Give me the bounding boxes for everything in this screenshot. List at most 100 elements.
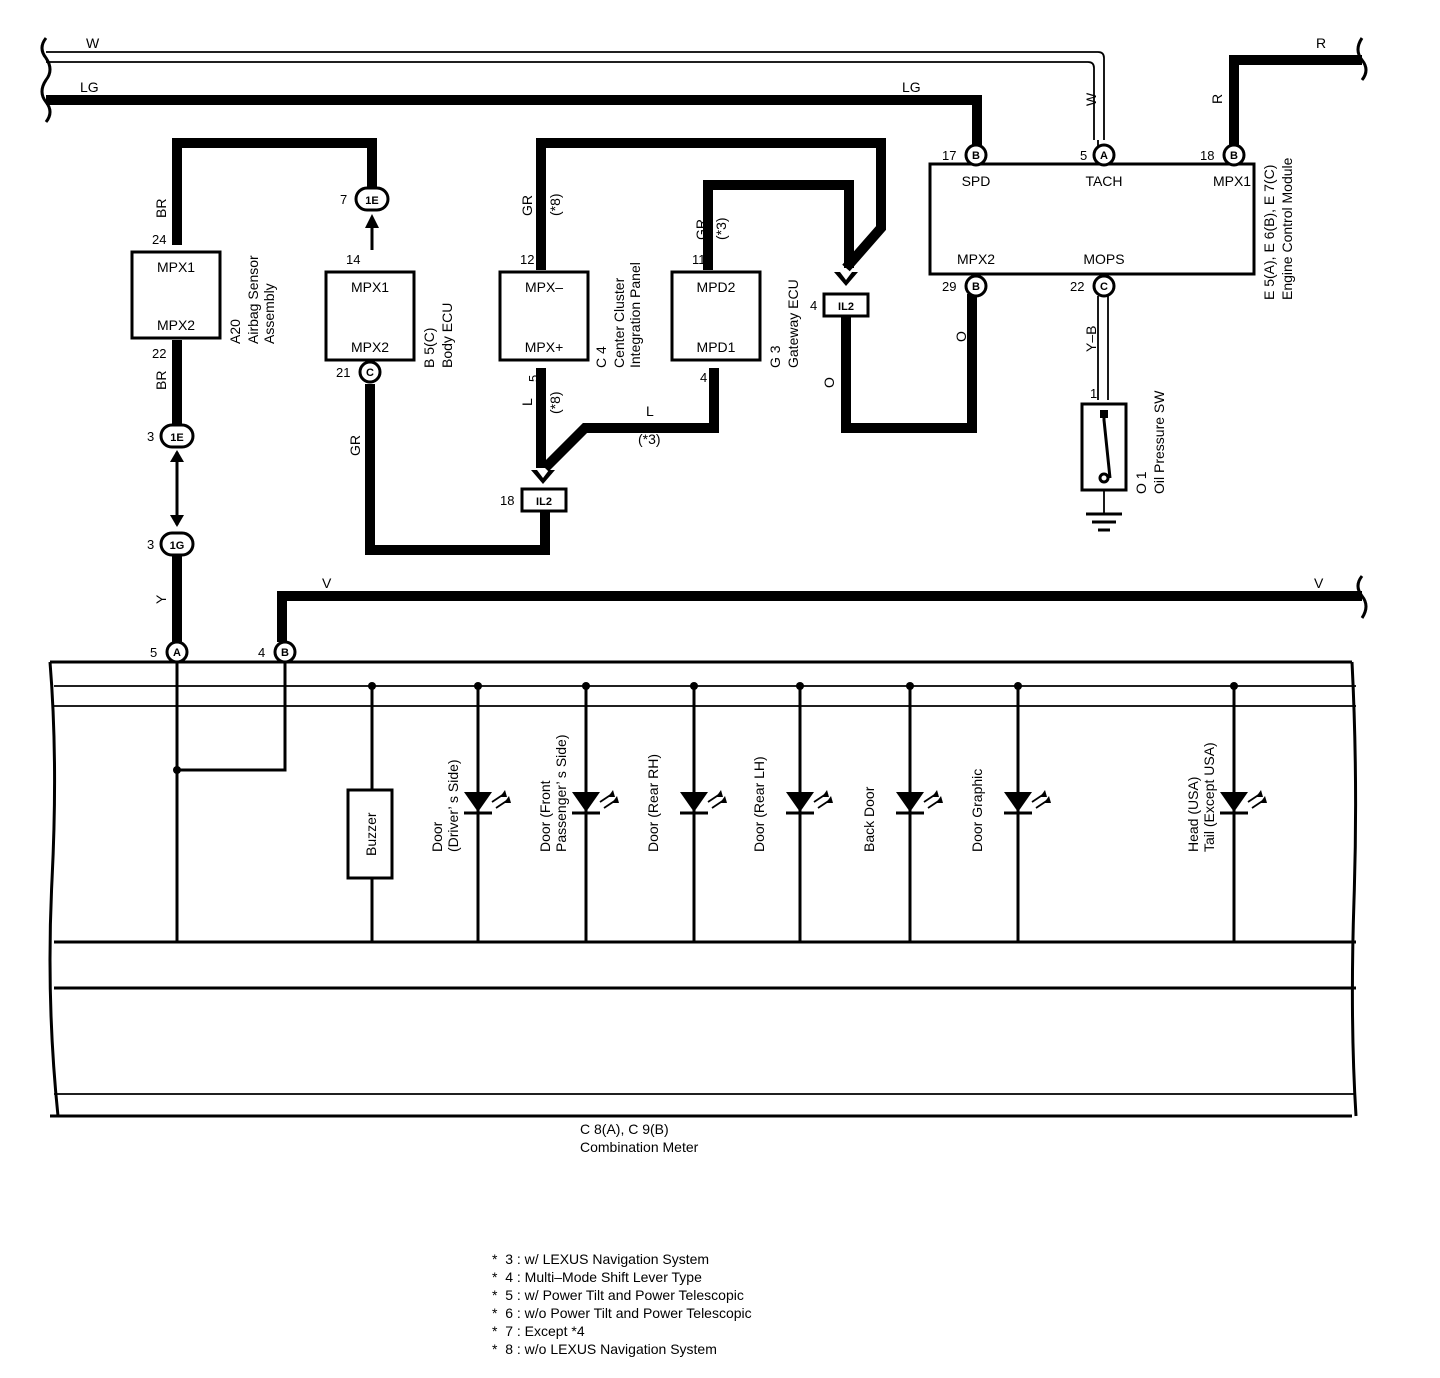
- svg-text:1G: 1G: [170, 540, 185, 552]
- indicator-lamp: Head (USA)Tail (Except USA): [1185, 682, 1267, 942]
- oil-switch-code: O 1: [1133, 471, 1149, 494]
- wire-label-w-vertical: W: [1083, 92, 1099, 106]
- wire-label-gr-body: GR: [347, 435, 363, 456]
- center-cluster-integration-panel: MPX– MPX+ 12 5 C 4 Center Cluster Integr…: [498, 252, 643, 382]
- footnote: * 8 : w/o LEXUS Navigation System: [492, 1341, 717, 1357]
- body-ecu-term-top: MPX1: [351, 279, 389, 295]
- wire-label-br-bottom: BR: [153, 371, 169, 390]
- body-ecu: MPX1 MPX2 14 C 21 B 5(C) Body ECU: [324, 252, 455, 384]
- ecm-name: Engine Control Module: [1279, 157, 1295, 300]
- footnotes: * 3 : w/ LEXUS Navigation System * 4 : M…: [492, 1250, 752, 1358]
- footnote: * 7 : Except *4: [492, 1323, 585, 1339]
- meter-code: C 8(A), C 9(B): [580, 1121, 669, 1137]
- wire-label-w-top: W: [86, 35, 100, 51]
- indicator-label-line2: Tail (Except USA): [1201, 742, 1217, 852]
- indicator-label-line2: (Driver’ s Side): [445, 759, 461, 852]
- body-ecu-pin-top: 14: [346, 252, 360, 267]
- ecm-pin-mpx1-num: 18: [1200, 148, 1214, 163]
- wire-gr-body: [365, 384, 550, 555]
- svg-text:1E: 1E: [170, 432, 183, 444]
- wire-label-v-right: V: [1314, 575, 1324, 591]
- connector-1e-top: 1E 7: [340, 186, 390, 212]
- wire-break-right-top: [1356, 37, 1368, 81]
- indicator-lamp: Door (Rear RH): [645, 682, 727, 942]
- connector-1g: 1G 3: [147, 531, 195, 557]
- wire-label-l-cc: L: [519, 398, 535, 406]
- ecm-term-spd: SPD: [962, 173, 991, 189]
- gw-pin-top: 11: [692, 252, 706, 267]
- connector-1e-mid-pin: 3: [147, 429, 154, 444]
- airbag-name-2: Assembly: [261, 283, 277, 344]
- connector-1e-top-pin: 7: [340, 192, 347, 207]
- ecm-pin-mpx1-letter: B: [1230, 150, 1238, 162]
- body-ecu-pin-bottom: 21: [336, 365, 350, 380]
- body-ecu-code: B 5(C): [421, 328, 437, 368]
- indicator-lamp: Door(Driver’ s Side): [429, 682, 511, 942]
- connector-il2-right: IL2 4: [810, 272, 870, 318]
- meter-pin-a-letter: A: [173, 647, 181, 659]
- oil-switch-pin: 1: [1090, 386, 1097, 401]
- meter-name: Combination Meter: [580, 1139, 699, 1155]
- engine-control-module: SPD TACH MPX1 MPX2 MOPS B 17 A 5 B 18 B …: [928, 143, 1295, 300]
- wire-o: [841, 294, 977, 433]
- wire-gr-gw: [703, 180, 854, 270]
- wire-label-gr-cc-note: (*8): [547, 193, 563, 216]
- ecm-term-tach: TACH: [1085, 173, 1122, 189]
- oil-pressure-switch: 1 O 1 Oil Pressure SW: [1080, 386, 1167, 532]
- footnote: * 5 : w/ Power Tilt and Power Telescopic: [492, 1287, 744, 1303]
- connector-link-arrow: [170, 214, 379, 527]
- combination-meter: A 5 B 4 Buzzer Door(Driver’ s Side)Door …: [48, 640, 1358, 1155]
- cc-name-2: Integration Panel: [627, 262, 643, 368]
- wire-l: [536, 368, 719, 472]
- wire-label-yb: Y–B: [1083, 326, 1099, 352]
- indicator-lamp: Back Door: [861, 682, 943, 942]
- body-ecu-term-bottom: MPX2: [351, 339, 389, 355]
- airbag-code: A20: [227, 319, 243, 344]
- cc-pin-top: 12: [520, 252, 534, 267]
- wire-gr-cc: [536, 138, 886, 272]
- indicator-lamp: Door Graphic: [969, 682, 1051, 942]
- svg-text:IL2: IL2: [536, 496, 552, 508]
- wire-label-lg-right: LG: [902, 79, 921, 95]
- indicator-label-line1: Head (USA): [1185, 777, 1201, 852]
- airbag-term-top: MPX1: [157, 259, 195, 275]
- connector-il2-bottom-pin: 18: [500, 493, 514, 508]
- footnote: * 4 : Multi–Mode Shift Lever Type: [492, 1269, 702, 1285]
- meter-pin-b-letter: B: [281, 647, 289, 659]
- cc-term-top: MPX–: [525, 279, 563, 295]
- buzzer-label: Buzzer: [363, 812, 379, 856]
- wire-label-r-vertical: R: [1209, 94, 1225, 104]
- connector-1g-pin: 3: [147, 537, 154, 552]
- airbag-pin-bottom: 22: [152, 346, 166, 361]
- indicator-lamp: Door (Rear LH): [751, 682, 833, 942]
- wire-br: [172, 138, 377, 430]
- wire-label-lg-left: LG: [80, 79, 99, 95]
- cc-code: C 4: [593, 346, 609, 368]
- ecm-pin-mops-letter: C: [1100, 281, 1108, 293]
- ecm-pin-spd-num: 17: [942, 148, 956, 163]
- indicator-label-line1: Door: [429, 821, 445, 852]
- gw-term-top: MPD2: [697, 279, 736, 295]
- wire-label-gr-gw-note: (*3): [713, 217, 729, 240]
- wire-v: [277, 591, 1362, 642]
- gw-term-bottom: MPD1: [697, 339, 736, 355]
- meter-pin-a-num: 5: [150, 645, 157, 660]
- wire-break-left: [40, 37, 52, 123]
- ecm-pin-tach-num: 5: [1080, 148, 1087, 163]
- ecm-pin-mpx2-letter: B: [972, 281, 980, 293]
- wire-label-l-cc-note: (*8): [547, 391, 563, 414]
- cc-name-1: Center Cluster: [611, 277, 627, 368]
- indicator-label-line1: Door (Rear RH): [645, 754, 661, 852]
- ecm-pin-mpx2-num: 29: [942, 279, 956, 294]
- ecm-term-mpx2: MPX2: [957, 251, 995, 267]
- wire-label-gr-cc: GR: [519, 195, 535, 216]
- wire-label-y: Y: [153, 594, 169, 604]
- airbag-pin-top: 24: [152, 232, 166, 247]
- indicator-label-line1: Door (Rear LH): [751, 756, 767, 852]
- connector-il2-bottom: IL2 18: [500, 470, 568, 513]
- ecm-pin-spd-letter: B: [972, 150, 980, 162]
- ecm-term-mpx1: MPX1: [1213, 173, 1251, 189]
- wire-label-o-right: O: [953, 331, 969, 342]
